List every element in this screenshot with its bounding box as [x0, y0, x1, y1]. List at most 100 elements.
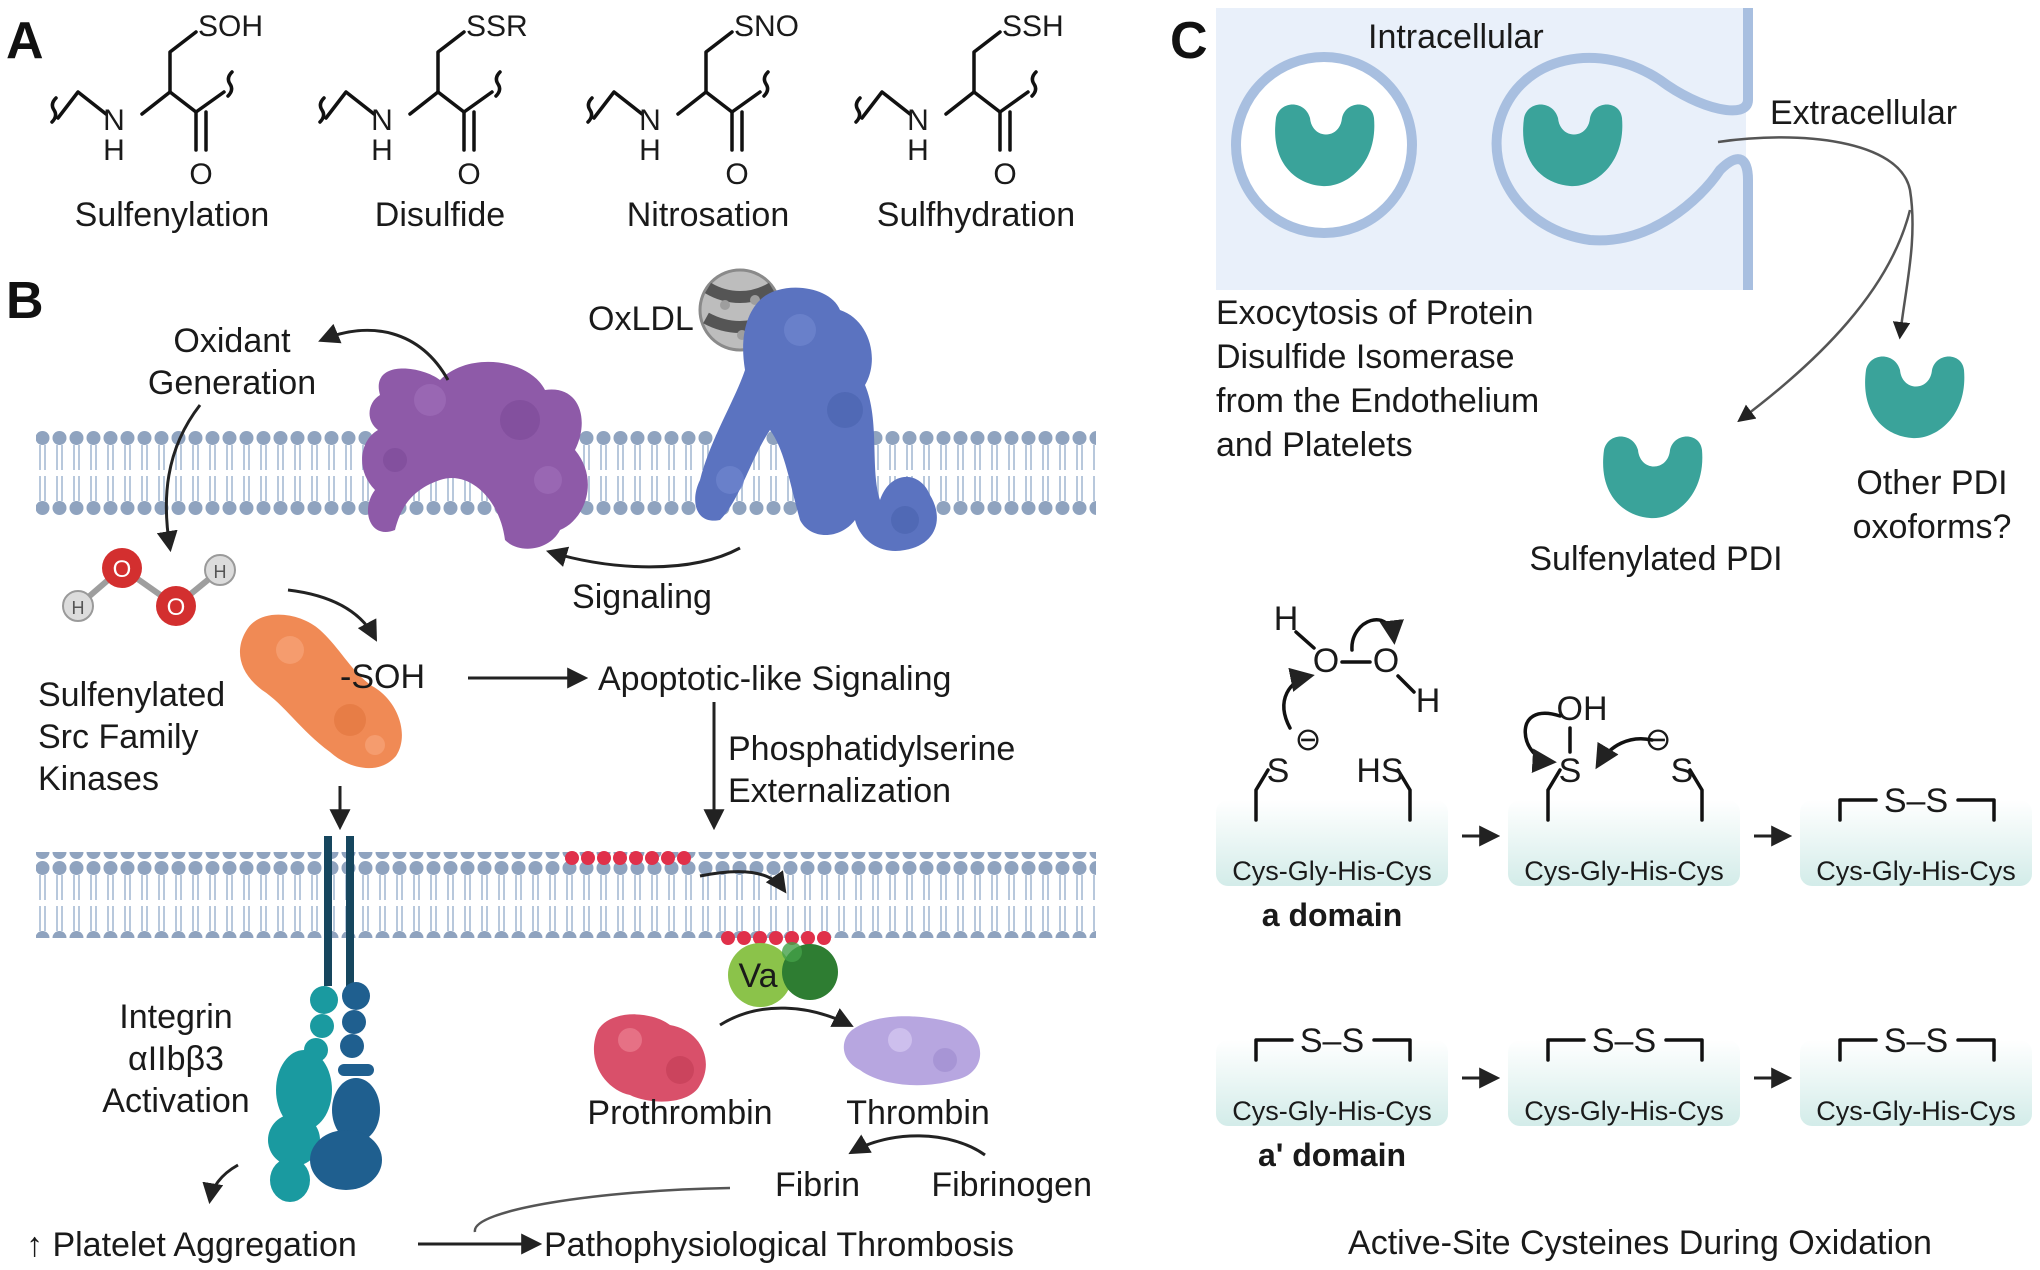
- cd36-receptor-blob: [695, 287, 937, 551]
- aggregation-label: ↑ Platelet Aggregation: [26, 1226, 357, 1264]
- group-label: SOH: [198, 10, 263, 43]
- carbonyl-o: O: [189, 158, 212, 191]
- oxldl-label: OxLDL: [588, 300, 694, 338]
- extracellular-branch-left: [1737, 209, 1912, 423]
- integrin-label-line3: Activation: [102, 1082, 249, 1120]
- va-label: Va: [738, 957, 777, 995]
- a-prime-step3: Cys-Gly-His-Cys S–S: [1800, 1022, 2032, 1126]
- exocytosis-line2: Disulfide Isomerase: [1216, 338, 1515, 376]
- h2o2-h2: H: [214, 562, 227, 582]
- h2o2-molecule: H O O H: [62, 548, 236, 626]
- disulfide-bond: S–S: [1592, 1022, 1656, 1060]
- caption-sulfhydration: Sulfhydration: [877, 196, 1075, 234]
- cysteine-sulfhydration: N H O SSH Sulfhydration: [854, 10, 1075, 234]
- prothrombin-blob: [593, 1014, 706, 1102]
- ps-flip-arrow: [699, 870, 787, 894]
- peptide-seq: Cys-Gly-His-Cys: [1524, 856, 1723, 886]
- group-label: SSH: [1002, 10, 1064, 43]
- panel-label-a: A: [6, 12, 44, 70]
- thrombin-label: Thrombin: [846, 1094, 990, 1132]
- disulfide-bond: S–S: [1884, 1022, 1948, 1060]
- h2o2-h-right: H: [1416, 682, 1441, 720]
- a-domain-step2: Cys-Gly-His-Cys S S OH ⊖: [1508, 690, 1740, 886]
- ps-label-line1: Phosphatidylserine: [728, 730, 1015, 768]
- src-label-line1: Sulfenylated: [38, 676, 225, 714]
- other-pdi-line1: Other PDI: [1856, 464, 2007, 502]
- integrin-receptor: [268, 836, 382, 1202]
- peptide-seq: Cys-Gly-His-Cys: [1232, 1096, 1431, 1126]
- prothrombin-to-thrombin-arrow: [719, 1006, 854, 1027]
- nox-protein-blob: [362, 361, 588, 549]
- cysteine-nitrosation: N H O SNO Nitrosation: [586, 10, 799, 234]
- peptide-seq: Cys-Gly-His-Cys: [1816, 1096, 2015, 1126]
- factor-va-complex: [728, 942, 838, 1007]
- amide-n: N: [639, 104, 661, 137]
- extracellular-label: Extracellular: [1770, 94, 1957, 132]
- exocytosis-line3: from the Endothelium: [1216, 382, 1539, 420]
- pdi-other-oxoforms: [1865, 356, 1965, 439]
- exocytosis-line4: and Platelets: [1216, 426, 1413, 464]
- a-prime-step1: Cys-Gly-His-Cys S–S: [1216, 1022, 1448, 1126]
- peptide-seq: Cys-Gly-His-Cys: [1816, 856, 2015, 886]
- h2o2-h-left: H: [1274, 600, 1299, 638]
- a-prime-step2: Cys-Gly-His-Cys S–S: [1508, 1022, 1740, 1126]
- pdi-sulfenylated: [1603, 436, 1703, 519]
- cysteine-sulfenylation: N H O SOH Sulfenylation: [50, 10, 270, 234]
- disulfide-bond: S–S: [1300, 1022, 1364, 1060]
- h2o2-o2: O: [167, 594, 186, 621]
- oxidant-label-line2: Generation: [148, 364, 316, 402]
- soh-label: -SOH: [340, 658, 425, 696]
- panel-label-c: C: [1170, 12, 1208, 70]
- exocytosis-line1: Exocytosis of Protein: [1216, 294, 1533, 332]
- peptide-seq: Cys-Gly-His-Cys: [1524, 1096, 1723, 1126]
- signaling-label: Signaling: [572, 578, 712, 616]
- h2o2-o-right: O: [1373, 642, 1399, 680]
- fibrinogen-to-fibrin-arrow: [848, 1134, 986, 1157]
- apoptotic-label: Apoptotic-like Signaling: [598, 660, 951, 698]
- amide-h: H: [639, 134, 661, 167]
- group-label: SSR: [466, 10, 528, 43]
- h2o2-to-kinase-arrow: [287, 588, 377, 642]
- a-domain-step1: Cys-Gly-His-Cys S HS ⊖ H O O H: [1216, 600, 1448, 886]
- amide-h: H: [907, 134, 929, 167]
- integrin-label-line2: αIIbβ3: [128, 1040, 224, 1078]
- amide-h: H: [103, 134, 125, 167]
- oxidant-arrow: [318, 323, 450, 381]
- caption-disulfide: Disulfide: [375, 196, 505, 234]
- h2o2-o-left: O: [1313, 642, 1339, 680]
- cell-membrane-exocytosis: [1491, 8, 1753, 290]
- caption-sulfenylation: Sulfenylation: [75, 196, 270, 234]
- thrombosis-label: Pathophysiological Thrombosis: [544, 1226, 1014, 1264]
- amide-n: N: [371, 104, 393, 137]
- lower-membrane: [36, 852, 1096, 938]
- other-pdi-line2: oxoforms?: [1853, 508, 2012, 546]
- a-domain-step3: Cys-Gly-His-Cys S–S: [1800, 782, 2032, 886]
- ps-label-line2: Externalization: [728, 772, 951, 810]
- thiolate-s: S: [1267, 752, 1290, 790]
- h2o2-o1: O: [113, 556, 132, 583]
- intracellular-label: Intracellular: [1368, 18, 1544, 56]
- prothrombin-label: Prothrombin: [587, 1094, 772, 1132]
- thrombin-blob: [843, 1016, 981, 1086]
- group-label: SNO: [734, 10, 799, 43]
- cysteine-disulfide: N H O SSR Disulfide: [318, 10, 528, 234]
- fibrin-curve: [473, 1186, 731, 1233]
- signaling-arrow: [545, 546, 741, 569]
- thiolate-s: S: [1671, 752, 1694, 790]
- oxidant-to-h2o2-arrow: [156, 404, 202, 553]
- fibrin-label: Fibrin: [775, 1166, 860, 1204]
- amide-n: N: [907, 104, 929, 137]
- carbonyl-o: O: [457, 158, 480, 191]
- integrin-label-line1: Integrin: [119, 998, 232, 1036]
- h2o2-h1: H: [72, 598, 85, 618]
- amide-h: H: [371, 134, 393, 167]
- carbonyl-o: O: [993, 158, 1016, 191]
- minus-charge: ⊖: [1295, 721, 1322, 757]
- carbonyl-o: O: [725, 158, 748, 191]
- sulfenic-s: S: [1559, 752, 1582, 790]
- peptide-seq: Cys-Gly-His-Cys: [1232, 856, 1431, 886]
- cysteine-structures: N H O SOH Sulfenylation N H O SSR Disulf…: [50, 10, 1075, 234]
- panel-label-b: B: [6, 272, 44, 330]
- amide-n: N: [103, 104, 125, 137]
